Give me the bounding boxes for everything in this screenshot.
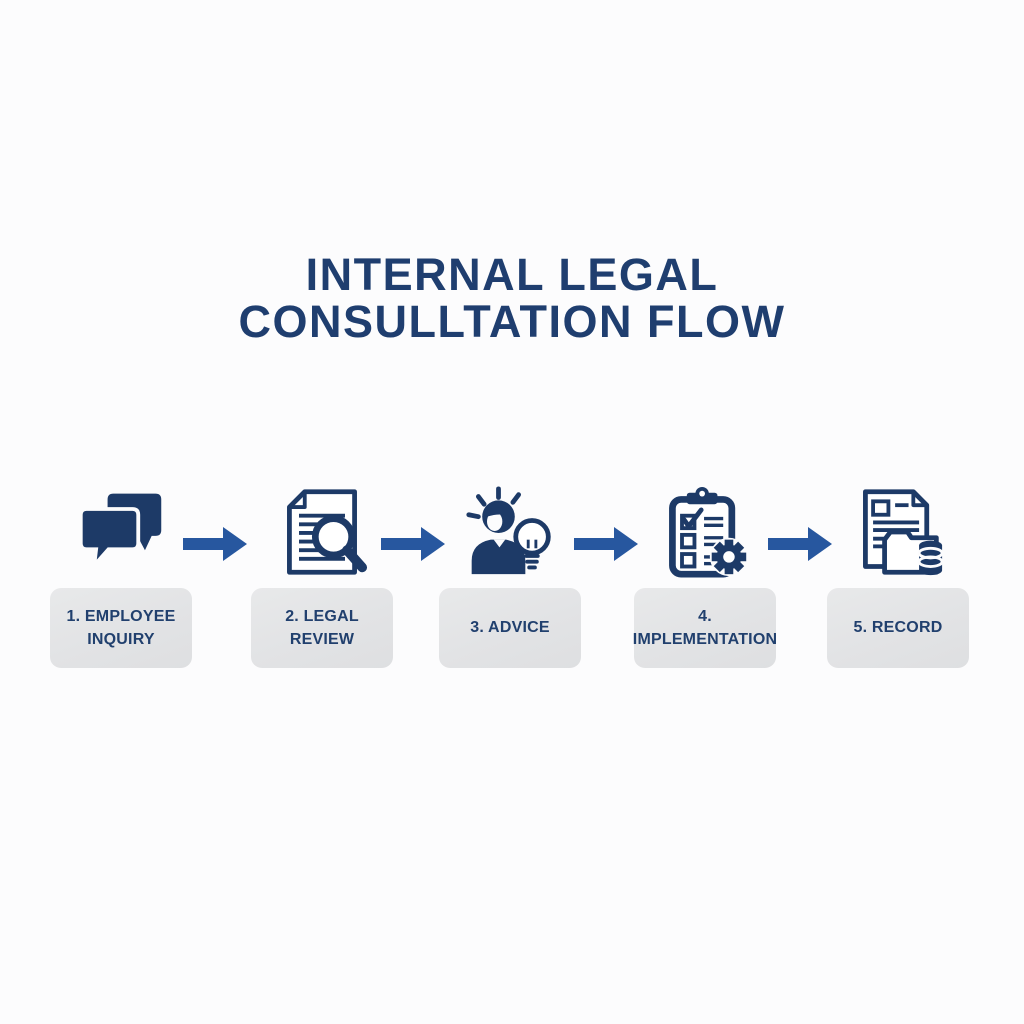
step-label-2: 2. LEGAL REVIEW xyxy=(285,607,359,648)
page-title-line2: CONSULLTATION FLOW xyxy=(238,295,786,347)
page-title: INTERNAL LEGAL CONSULLTATION FLOW xyxy=(0,249,1024,347)
flow-arrow-icon-2 xyxy=(381,524,447,564)
flow-arrow-icon-1 xyxy=(183,524,249,564)
step-label-box-1: 1. EMPLOYEE INQUIRY xyxy=(50,588,192,668)
person-lightbulb-icon xyxy=(464,486,556,578)
step-label-5: 5. RECORD xyxy=(853,619,943,637)
flow-arrow-icon-3 xyxy=(574,524,640,564)
step-label-box-4: 4. IMPLEMENTATION xyxy=(632,588,778,668)
chat-bubbles-icon xyxy=(75,486,167,578)
step-label-3: 3. ADVICE xyxy=(470,619,550,637)
step-label-box-2: 2. LEGAL REVIEW xyxy=(251,588,393,668)
step-label-box-3: 3. ADVICE xyxy=(439,588,581,668)
document-magnifier-icon xyxy=(276,486,368,578)
page-title-line1: INTERNAL LEGAL xyxy=(305,249,719,300)
step-label-box-5: 5. RECORD xyxy=(827,588,969,668)
flow-arrow-icon-4 xyxy=(768,524,834,564)
step-label-4: 4. IMPLEMENTATION xyxy=(632,607,778,648)
document-folder-database-icon xyxy=(852,486,944,578)
clipboard-gear-icon xyxy=(659,486,751,578)
step-label-1: 1. EMPLOYEE INQUIRY xyxy=(66,607,176,648)
